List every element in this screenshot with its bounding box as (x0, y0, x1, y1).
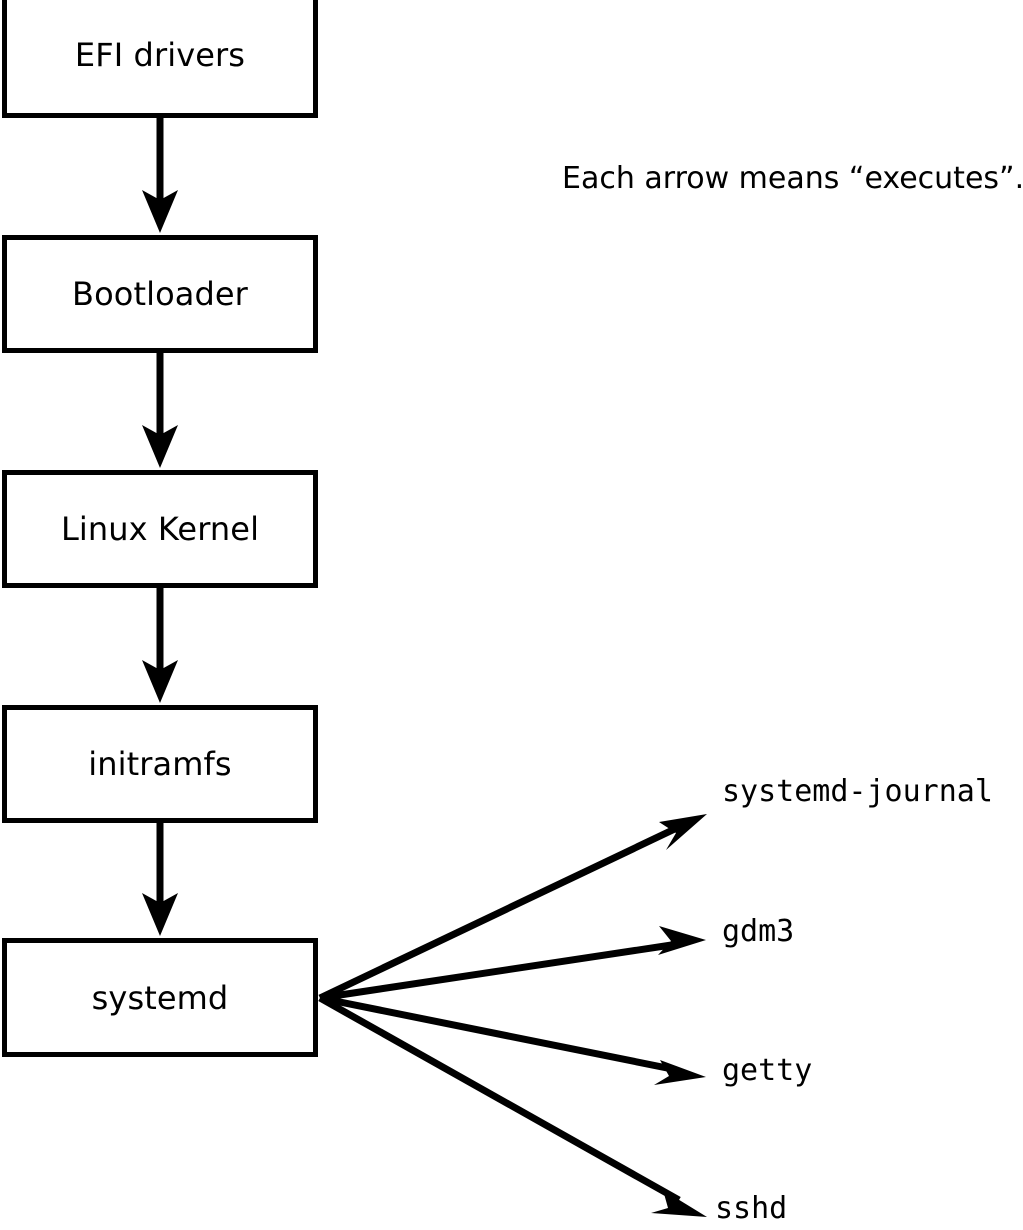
node-efi-drivers-label: EFI drivers (74, 36, 246, 74)
service-label-getty: getty (722, 1053, 813, 1088)
node-initramfs[interactable]: initramfs (2, 705, 318, 823)
diagram-caption: Each arrow means “executes”. (562, 161, 1023, 196)
arrow-systemd-to-systemd-journal (318, 814, 707, 1002)
node-systemd-label: systemd (91, 978, 229, 1017)
service-label-gdm3: gdm3 (722, 914, 795, 949)
service-label-sshd: sshd (715, 1191, 788, 1226)
arrow-systemd-to-gdm3 (319, 926, 706, 1002)
arrow-systemd-to-getty (319, 994, 706, 1085)
arrow-systemd-to-sshd (318, 994, 707, 1217)
node-linux-kernel[interactable]: Linux Kernel (2, 470, 318, 588)
arrow-initramfs-to-systemd (142, 823, 178, 936)
arrow-linux-kernel-to-initramfs (142, 588, 178, 703)
arrow-bootloader-to-linux-kernel (142, 353, 178, 468)
service-label-systemd-journal: systemd-journal (722, 774, 993, 809)
node-initramfs-label: initramfs (88, 745, 232, 783)
node-efi-drivers[interactable]: EFI drivers (2, 0, 318, 118)
node-bootloader-label: Bootloader (72, 275, 248, 313)
node-linux-kernel-label: Linux Kernel (60, 510, 260, 548)
node-systemd[interactable]: systemd (2, 938, 318, 1057)
node-bootloader[interactable]: Bootloader (2, 235, 318, 353)
arrow-efi-drivers-to-bootloader (142, 118, 178, 233)
